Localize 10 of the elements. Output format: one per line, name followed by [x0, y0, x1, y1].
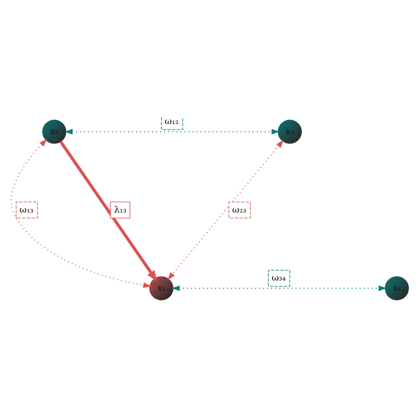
edge-label: ω₃₄: [272, 274, 286, 284]
edge-label: ω₁₂: [164, 116, 179, 127]
edge-label: ω₁₃: [19, 205, 34, 216]
arrow: [64, 128, 280, 135]
arrow: [10, 138, 152, 288]
arrow: [168, 140, 284, 280]
edge-label: ω₂₃: [232, 205, 246, 216]
arrow: [172, 285, 387, 292]
edge-label: λ₁₃: [114, 205, 127, 216]
arrow: [60, 141, 158, 282]
